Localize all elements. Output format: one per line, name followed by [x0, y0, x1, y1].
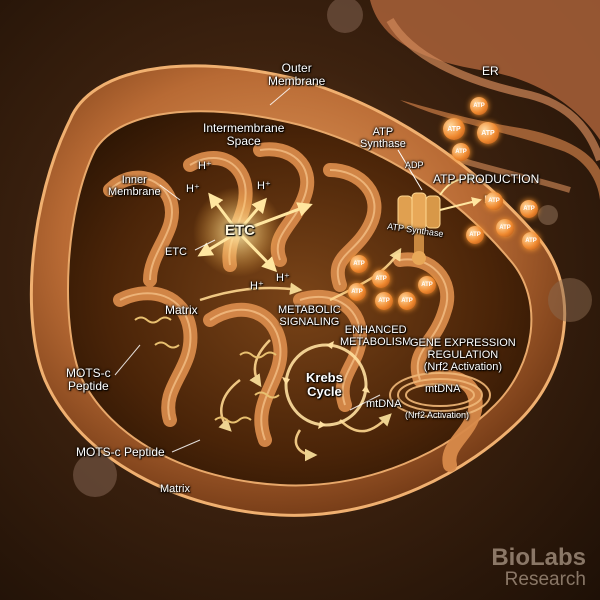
atp-molecule: ATP: [418, 276, 436, 294]
krebs-cycle-ring: [282, 341, 370, 429]
label-matrix-outer: Matrix: [160, 483, 190, 495]
atp-synthase: [397, 149, 482, 265]
label-er: ER: [482, 64, 499, 78]
atp-molecule: ATP: [470, 97, 488, 115]
atp-molecule: ATP: [398, 292, 416, 310]
proton-4: H⁺: [250, 280, 264, 292]
atp-molecule: ATP: [375, 292, 393, 310]
atp-molecule: ATP: [443, 118, 465, 140]
atp-molecule: ATP: [452, 143, 470, 161]
proton-5: H⁺: [276, 272, 290, 284]
label-atp-production: ATP PRODUCTION: [433, 172, 540, 186]
label-adp: ADP: [405, 160, 424, 170]
atp-molecule: ATP: [520, 200, 538, 218]
label-nrf2-activation: (Nrf2 Activation): [405, 410, 470, 420]
leader-lines: [114, 87, 381, 453]
proton-3: H⁺: [257, 180, 271, 192]
label-mtdna-outer: mtDNA: [366, 398, 402, 410]
proton-2: H⁺: [186, 183, 200, 195]
atp-molecule: ATP: [522, 232, 540, 250]
atp-molecule: ATP: [350, 255, 368, 273]
atp-molecule: ATP: [477, 122, 499, 144]
flow-arrows: [199, 247, 402, 462]
label-etc-side: ETC: [165, 246, 187, 258]
label-etc-center: ETC: [225, 222, 255, 239]
label-matrix-inner: Matrix: [165, 303, 198, 317]
mtdna-loops: [389, 372, 491, 418]
mots-c-helices: [134, 316, 280, 424]
atp-molecule: ATP: [496, 219, 514, 237]
atp-molecule: ATP: [466, 226, 484, 244]
etc-arrows: [197, 192, 313, 273]
label-mots-c-peptide-bottom: MOTS-c Peptide: [76, 445, 165, 459]
watermark-logo: BioLabs Research: [491, 544, 586, 590]
proton-1: H⁺: [198, 160, 212, 172]
label-mtdna-inner: mtDNA: [425, 383, 461, 395]
background-vesicles: [73, 0, 592, 497]
atp-molecule: ATP: [372, 270, 390, 288]
atp-molecule: ATP: [485, 192, 503, 210]
atp-molecule: ATP: [348, 283, 366, 301]
